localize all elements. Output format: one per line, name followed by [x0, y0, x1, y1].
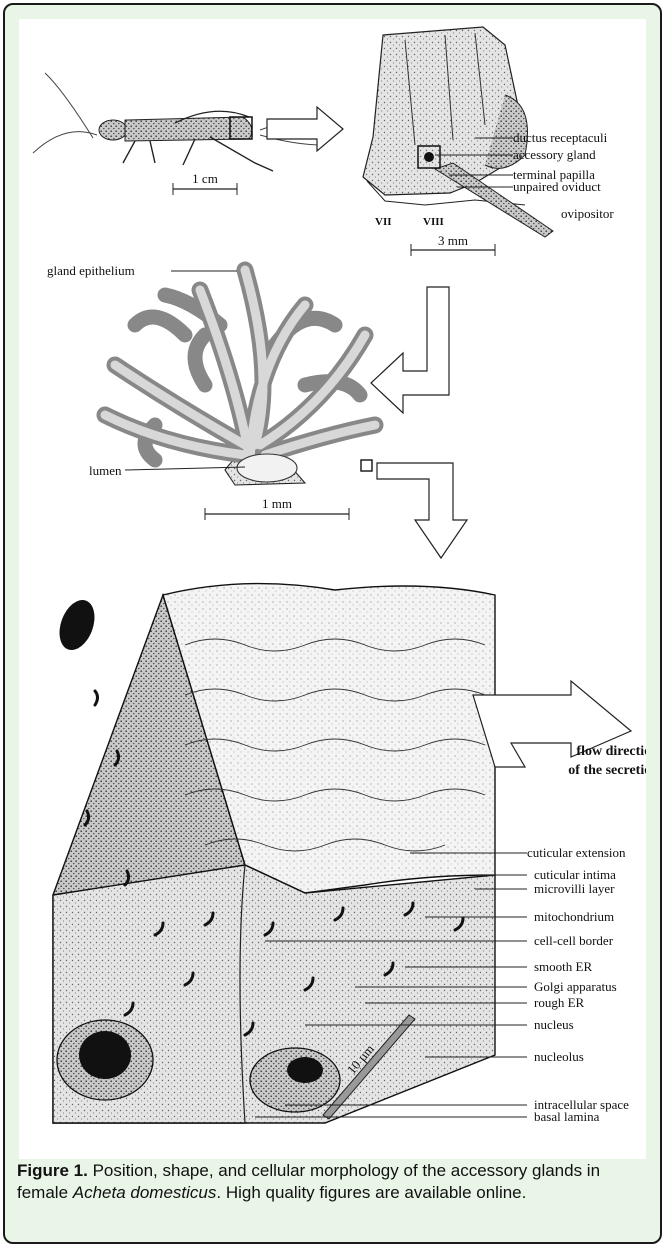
scale-label-3mm: 3 mm	[438, 233, 468, 248]
label-smooth-er: smooth ER	[534, 959, 592, 974]
label-unpaired-oviduct: unpaired oviduct	[513, 179, 601, 194]
label-microvilli-layer: microvilli layer	[534, 881, 615, 896]
gland-detail-box	[361, 460, 372, 471]
label-cell-cell-border: cell-cell border	[534, 933, 614, 948]
label-nucleus: nucleus	[534, 1017, 574, 1032]
label-golgi-apparatus: Golgi apparatus	[534, 979, 617, 994]
label-accessory-gland: accessory gland	[513, 147, 596, 162]
label-basal-lamina: basal lamina	[534, 1109, 600, 1124]
gland-branches	[105, 270, 375, 485]
label-cuticular-intima: cuticular intima	[534, 867, 616, 882]
scale-bar-3mm: 3 mm	[411, 233, 495, 256]
label-ovipositor: ovipositor	[561, 206, 614, 221]
label-lumen: lumen	[89, 463, 122, 478]
arrow-to-cell-block	[377, 463, 467, 558]
scale-label-1mm: 1 mm	[262, 496, 292, 511]
arrow-to-gland	[371, 287, 449, 413]
scale-bar-1mm: 1 mm	[205, 496, 349, 520]
caption-species: Acheta domesticus	[73, 1183, 217, 1202]
label-mitochondrium: mitochondrium	[534, 909, 614, 924]
figure-caption: Figure 1. Position, shape, and cellular …	[17, 1160, 649, 1204]
figure-panel: 1 cm VII VIII ductus	[19, 19, 646, 1159]
caption-text-after: . High quality figures are available onl…	[216, 1183, 526, 1202]
label-rough-er: rough ER	[534, 995, 585, 1010]
segment-viii: VIII	[423, 216, 444, 228]
gland-diagram: 1 cm VII VIII ductus	[19, 19, 646, 1159]
label-gland-epithelium: gland epithelium	[47, 263, 135, 278]
label-cuticular-extension: cuticular extension	[527, 845, 626, 860]
label-nucleolus: nucleolus	[534, 1049, 584, 1064]
label-ductus-receptaculi: ductus receptaculi	[513, 130, 608, 145]
flow-direction-line1: flow direction	[576, 744, 646, 759]
caption-label: Figure 1.	[17, 1161, 88, 1180]
scale-bar-1cm: 1 cm	[173, 171, 237, 195]
scale-label-1cm: 1 cm	[192, 171, 218, 186]
figure-frame: 1 cm VII VIII ductus	[3, 3, 662, 1244]
segment-vii: VII	[375, 216, 392, 228]
flow-direction-line2: of the secretion	[568, 763, 646, 778]
